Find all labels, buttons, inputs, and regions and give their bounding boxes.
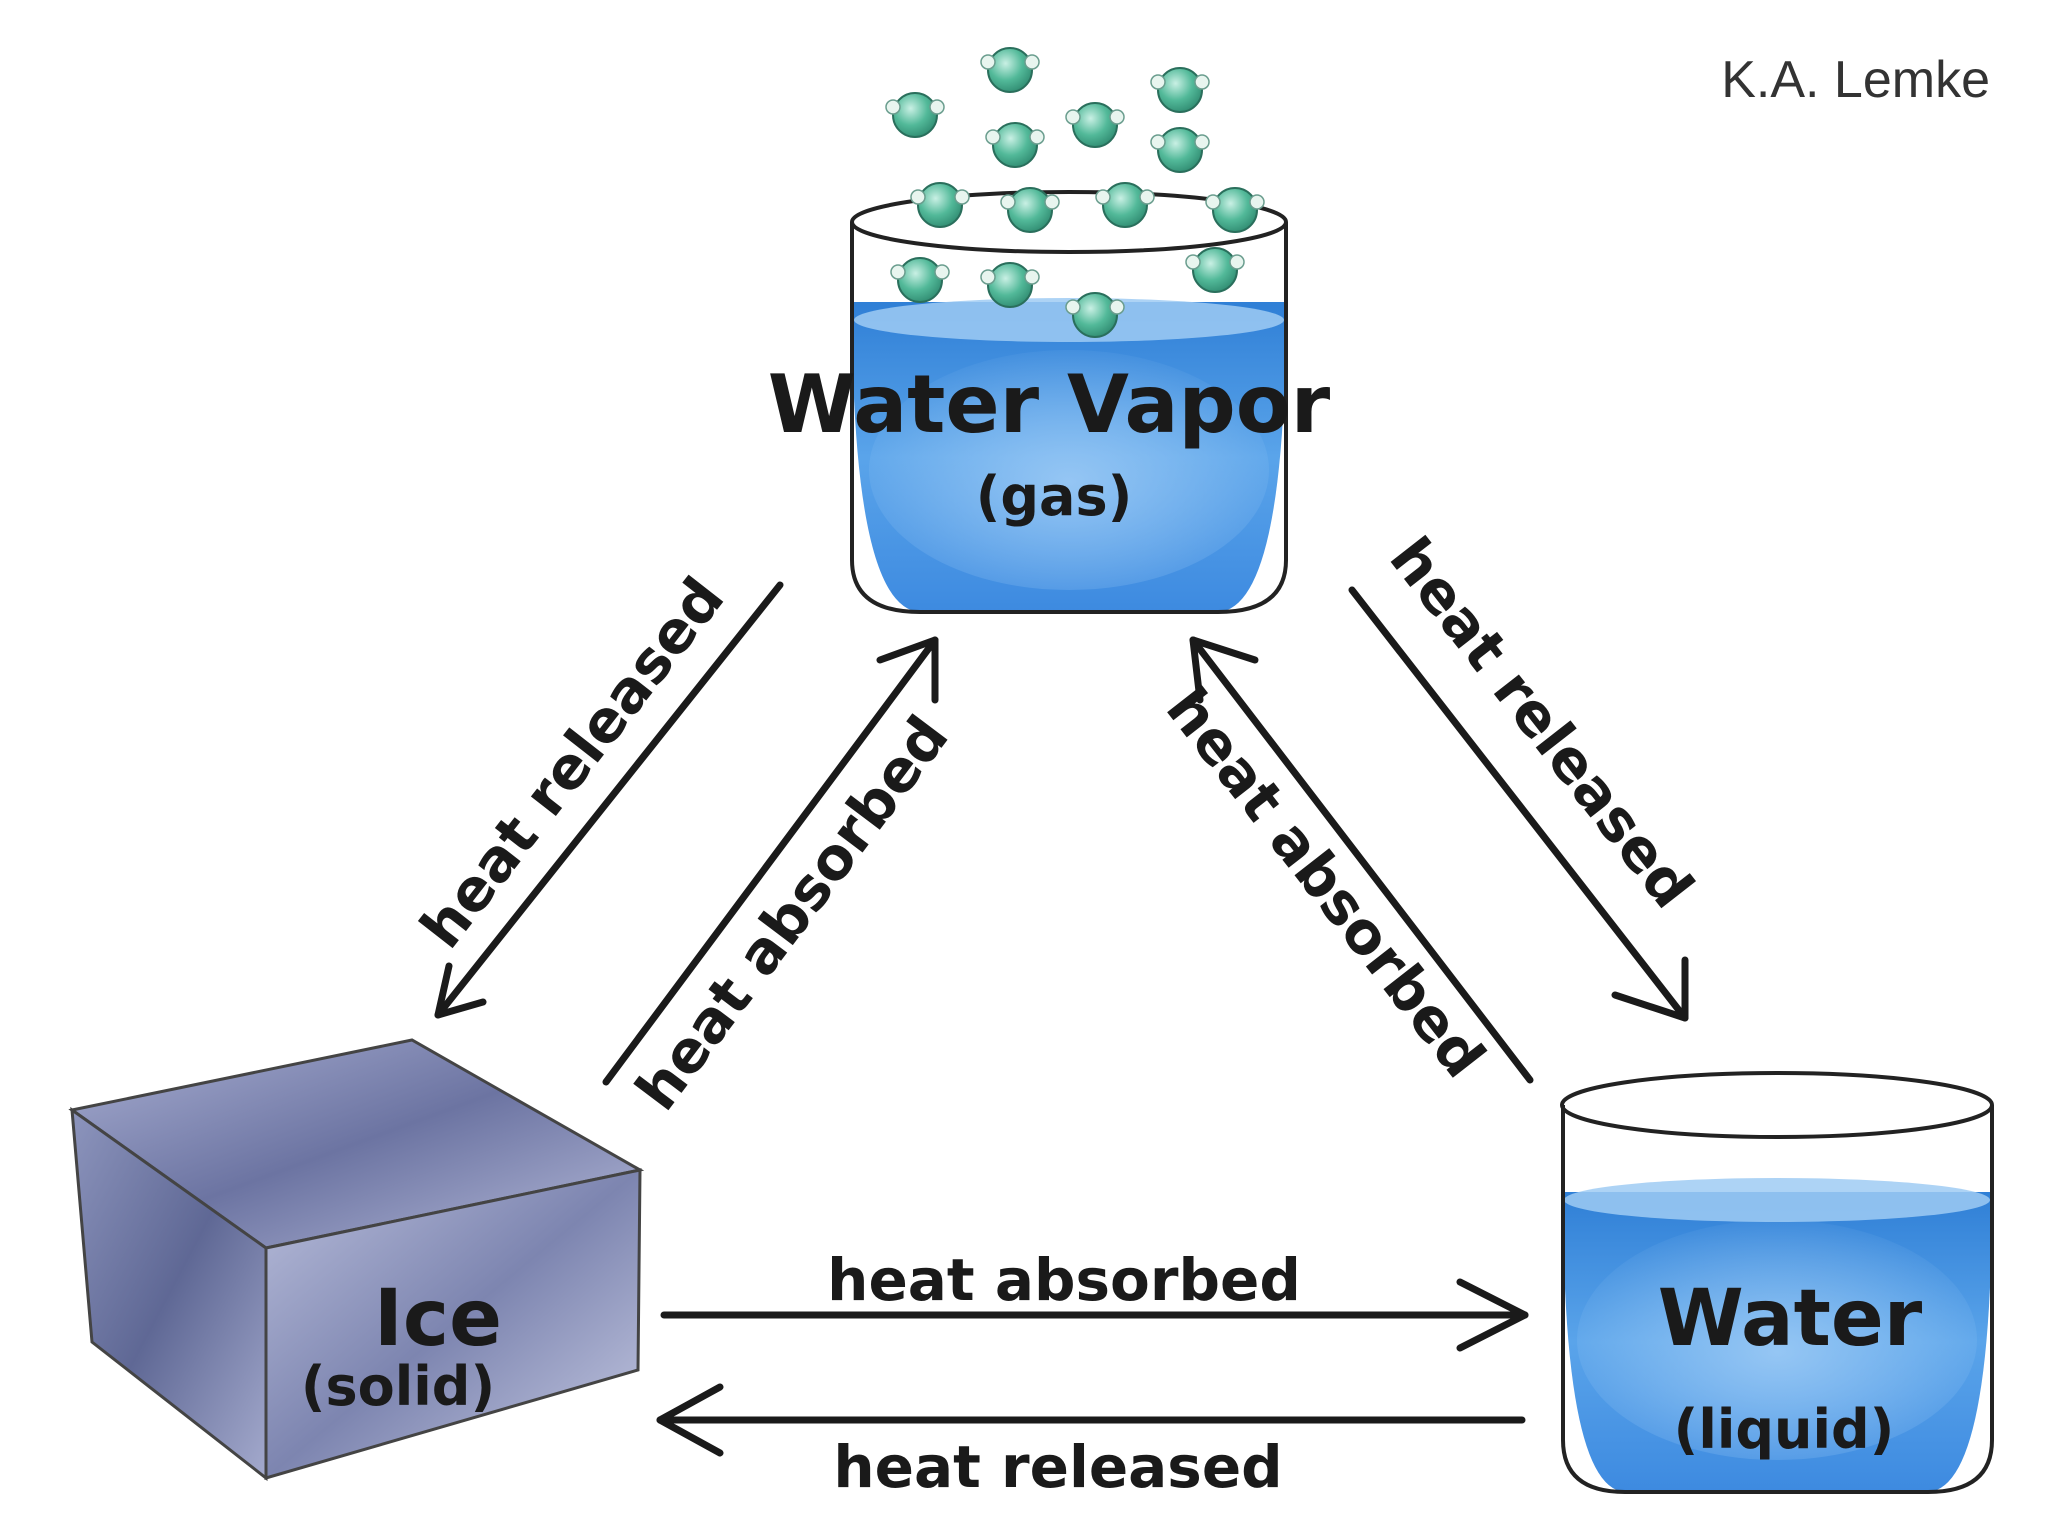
water-molecule-icon	[1065, 102, 1125, 148]
water-molecule-icon	[910, 182, 970, 228]
water-molecule-icon	[885, 92, 945, 138]
label-gas-to-solid: heat released	[407, 565, 737, 961]
solid-state-subtitle: (solid)	[301, 1355, 495, 1418]
label-liquid-to-gas: heat absorbed	[1153, 675, 1498, 1090]
gas-state-title: Water Vapor	[768, 358, 1331, 451]
water-molecule-icon	[1185, 247, 1245, 293]
water-molecule-icon	[985, 122, 1045, 168]
water-molecule-icon	[1000, 187, 1060, 233]
arrow-gas-to-liquid	[1348, 586, 1689, 1022]
gas-state-subtitle: (gas)	[976, 465, 1133, 528]
water-molecules	[885, 47, 1265, 338]
water-molecule-icon	[980, 262, 1040, 308]
liquid-state-title: Water	[1658, 1274, 1923, 1364]
liquid-state-subtitle: (liquid)	[1674, 1398, 1895, 1461]
gas-beaker	[850, 190, 1288, 614]
label-solid-to-gas: heat absorbed	[622, 703, 961, 1122]
arrow-liquid-to-solid	[656, 1383, 1526, 1457]
water-molecule-icon	[1150, 127, 1210, 173]
water-molecule-icon	[890, 257, 950, 303]
author-credit: K.A. Lemke	[1721, 51, 1990, 109]
arrow-liquid-to-gas	[1189, 636, 1534, 1084]
water-molecule-icon	[1065, 292, 1125, 338]
solid-state-title: Ice	[374, 1274, 502, 1364]
water-molecule-icon	[1150, 67, 1210, 113]
liquid-beaker	[1560, 1071, 1994, 1494]
arrow-solid-to-gas	[602, 636, 939, 1086]
water-molecule-icon	[1205, 187, 1265, 233]
water-molecule-icon	[980, 47, 1040, 93]
label-liquid-to-solid: heat released	[833, 1433, 1282, 1501]
label-gas-to-liquid: heat released	[1377, 525, 1707, 921]
label-solid-to-liquid: heat absorbed	[827, 1246, 1301, 1314]
arrow-solid-to-liquid	[660, 1278, 1529, 1352]
ice-cube	[68, 1038, 645, 1482]
water-molecule-icon	[1095, 182, 1155, 228]
arrow-gas-to-solid	[434, 581, 784, 1019]
